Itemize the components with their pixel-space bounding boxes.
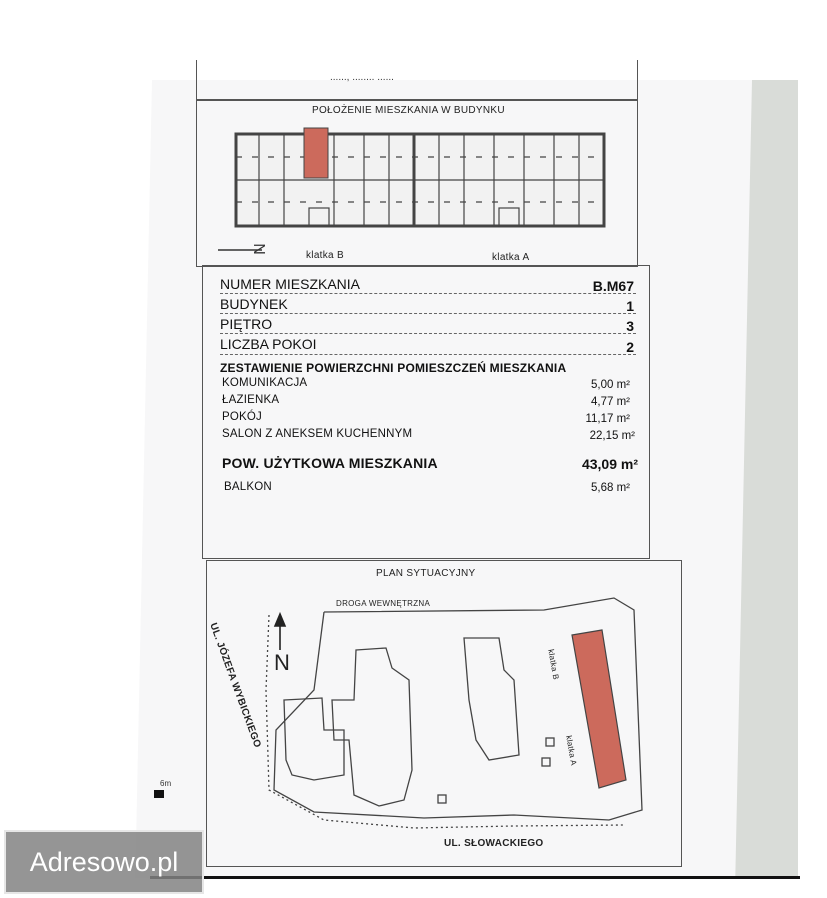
bottom-edge xyxy=(150,876,800,879)
scale-bar xyxy=(154,790,164,798)
north-label: N xyxy=(274,650,291,675)
apt-dots-1 xyxy=(220,313,636,314)
room-value-0: 5,00 m² xyxy=(591,379,630,391)
balcony-label: BALKON xyxy=(224,481,272,493)
building-highlight xyxy=(571,629,627,789)
usable-area-value: 43,09 m² xyxy=(581,456,638,472)
location-frame xyxy=(196,99,638,267)
room-value-1: 4,77 m² xyxy=(591,396,630,408)
street-bottom-label: UL. SŁOWACKIEGO xyxy=(444,838,544,849)
watermark-badge: Adresowo.pl xyxy=(4,830,204,894)
apartment-highlight xyxy=(303,127,329,179)
apt-value-3: 2 xyxy=(626,339,634,355)
site-plan-title: PLAN SYTUACYJNY xyxy=(376,568,476,579)
balcony-value: 5,68 m² xyxy=(591,482,630,494)
site-plan-drawing xyxy=(265,597,643,829)
apt-value-2: 3 xyxy=(626,318,634,334)
location-title: POŁOŻENIE MIESZKANIA W BUDYNKU xyxy=(312,105,505,116)
sheet-header xyxy=(196,60,638,101)
data-frame xyxy=(202,265,650,559)
room-value-2: 11,17 m² xyxy=(585,413,630,425)
areas-title: ZESTAWIENIE POWIERZCHNI POMIESZCZEŃ MIES… xyxy=(220,361,567,375)
apt-label-0: NUMER MIESZKANIA xyxy=(220,276,361,292)
apt-value-1: 1 xyxy=(626,298,634,314)
usable-area-label: POW. UŻYTKOWA MIESZKANIA xyxy=(222,455,438,471)
apt-label-1: BUDYNEK xyxy=(220,296,288,312)
internal-road-label: DROGA WEWNĘTRZNA xyxy=(336,599,431,608)
stair-a-label: klatka A xyxy=(492,252,530,263)
scale-label: 6m xyxy=(160,779,172,788)
room-label-3: SALON Z ANEKSEM KUCHENNYM xyxy=(222,428,413,440)
apt-dots-2 xyxy=(220,333,636,334)
apt-dots-3 xyxy=(220,354,636,355)
stair-b-label: klatka B xyxy=(306,250,344,261)
floor-plan xyxy=(218,127,606,251)
apt-dots-0 xyxy=(220,293,636,294)
apt-label-3: LICZBA POKOI xyxy=(220,336,317,352)
header-text: ......, ........ ...... xyxy=(330,72,394,83)
apt-value-0: B.M67 xyxy=(592,278,634,294)
room-label-2: POKÓJ xyxy=(222,411,262,423)
site-plan-frame xyxy=(206,560,682,867)
apt-label-2: PIĘTRO xyxy=(220,316,273,332)
room-label-1: ŁAZIENKA xyxy=(222,394,280,406)
compass-label: N xyxy=(249,243,267,255)
room-label-0: KOMUNIKACJA xyxy=(222,377,308,389)
north-arrow xyxy=(273,611,287,650)
room-value-3: 22,15 m² xyxy=(589,430,635,442)
